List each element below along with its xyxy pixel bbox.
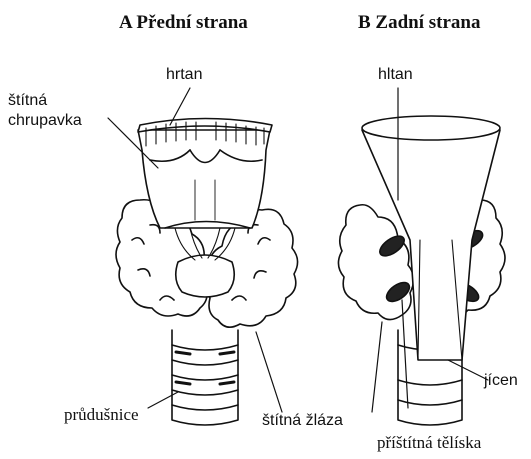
back-panel-title: B Zadní strana	[358, 12, 480, 34]
front-panel-title: A Přední strana	[119, 12, 248, 34]
label-stitna-chrupavka-line1: štítná	[8, 92, 47, 110]
front-view	[116, 119, 298, 426]
front-trachea	[172, 330, 238, 425]
label-stitna-zlaza: štítná žláza	[262, 412, 343, 430]
label-stitna-chrupavka-line2: chrupavka	[8, 112, 82, 130]
back-view	[338, 116, 505, 425]
front-isthmus	[176, 255, 235, 297]
label-hrtan: hrtan	[166, 66, 202, 84]
label-prudusnice: průdušnice	[64, 406, 139, 424]
label-hltan: hltan	[378, 66, 413, 84]
label-jicen: jícen	[484, 372, 518, 390]
label-pristitna-teliska: příštítná tělíska	[377, 434, 481, 452]
front-larynx	[138, 130, 270, 228]
